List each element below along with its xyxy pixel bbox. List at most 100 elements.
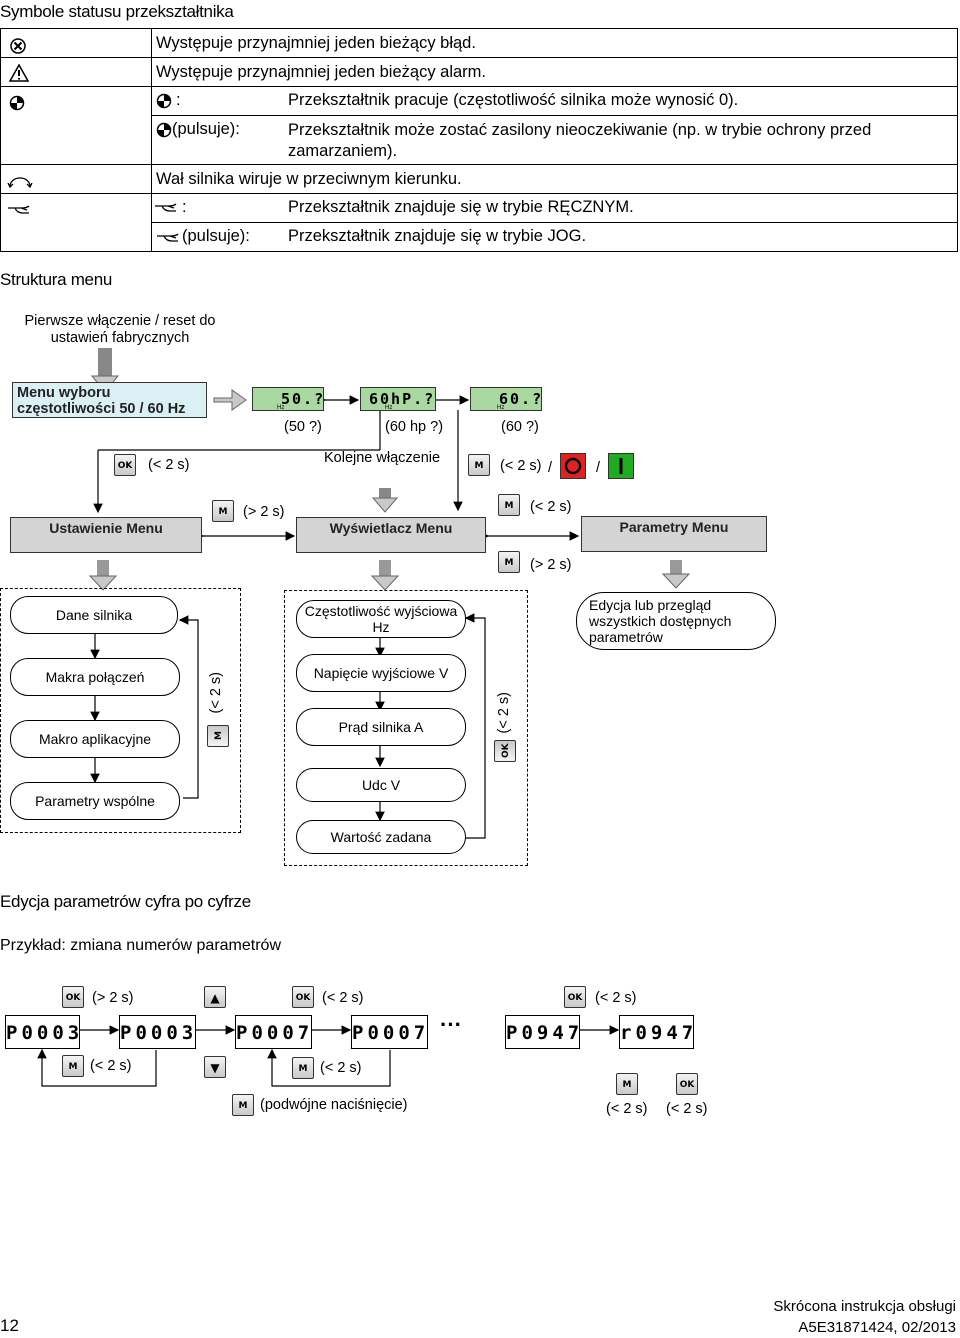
m-button[interactable]: M	[207, 725, 229, 747]
m-short-press-label: (< 2 s)	[320, 1060, 362, 1076]
hand-icon	[155, 203, 177, 212]
lcd-unit-50: Hz	[277, 405, 285, 411]
menu-section-title: Struktura menu	[0, 270, 113, 289]
m-double-press-label: (podwójne naciśnięcie)	[260, 1097, 408, 1113]
display-p0003: P0003	[5, 1015, 80, 1049]
lcd-60hp: 60hP.?	[360, 387, 436, 411]
lcd-60: 60.?	[470, 387, 542, 411]
edit-connectors	[37, 1025, 620, 1087]
hand-icon	[157, 233, 179, 242]
m-button[interactable]: M	[212, 500, 234, 522]
hand-steady-text: Przekształtnik znajduje się w trybie RĘC…	[288, 198, 634, 216]
freq-select-menu-box: Menu wyboru częstotliwości 50 / 60 Hz	[12, 382, 207, 418]
setup-menu-box: Ustawienie Menu	[10, 517, 202, 553]
ok-short-press-label: (< 2 s)	[595, 990, 637, 1006]
lcd-label-60: (60 ?)	[501, 419, 539, 435]
run-icon	[619, 458, 623, 474]
run-steady-label: :	[176, 91, 181, 109]
slash-2: /	[596, 460, 601, 476]
reverse-text: Wał silnika wiruje w przeciwnym kierunku…	[151, 164, 958, 194]
setup-item-common-parameters[interactable]: Parametry wspólne	[10, 782, 180, 820]
edit-section-title: Edycja parametrów cyfra po cyfrze	[0, 892, 251, 911]
m-short-press-label: (< 2 s)	[530, 499, 572, 515]
next-power-label: Kolejne włączenie	[324, 450, 441, 466]
display-r0947: r0947	[619, 1015, 694, 1049]
ok-button[interactable]: OK	[494, 740, 516, 762]
m-button[interactable]: M	[62, 1055, 84, 1077]
display-item-setpoint[interactable]: Wartość zadana	[296, 820, 466, 854]
lcd-label-50: (50 ?)	[284, 419, 322, 435]
display-cycle-label: (< 2 s)	[496, 692, 512, 734]
alarm-icon	[9, 64, 29, 82]
doc-id: A5E31871424, 02/2013	[798, 1319, 956, 1336]
m-short-press-label: (< 2 s)	[606, 1101, 648, 1117]
m-button[interactable]: M	[468, 454, 490, 476]
status-section-title: Symbole statusu przekształtnika	[0, 2, 234, 21]
lcd-50: 50.?	[252, 387, 324, 411]
m-button[interactable]: M	[292, 1057, 314, 1079]
setup-item-connection-macros[interactable]: Makra połączeń	[10, 658, 180, 696]
display-item-udc[interactable]: Udc V	[296, 768, 466, 802]
m-duration-label: (< 2 s)	[500, 458, 542, 474]
hand-icon-cell	[0, 193, 152, 252]
display-p0007-edit: P0007	[235, 1015, 312, 1049]
m-button[interactable]: M	[616, 1073, 638, 1095]
run-flash-label: (pulsuje):	[172, 120, 240, 138]
m-button[interactable]: M	[498, 494, 520, 516]
reverse-rotation-icon	[7, 177, 33, 189]
ellipsis: ···	[440, 1012, 462, 1037]
setup-cycle-label: (< 2 s)	[208, 672, 224, 714]
running-icon	[156, 122, 172, 138]
ok-long-press-label: (> 2 s)	[92, 990, 134, 1006]
hand-flash-row: (pulsuje): Przekształtnik znajduje się w…	[151, 222, 958, 252]
ok-button[interactable]: OK	[564, 986, 586, 1008]
m-long-press-label: (> 2 s)	[530, 557, 572, 573]
ok-duration-label: (< 2 s)	[148, 457, 190, 473]
parameter-edit-info: Edycja lub przegląd wszystkich dostępnyc…	[576, 592, 776, 650]
display-item-output-voltage[interactable]: Napięcie wyjściowe V	[296, 654, 466, 692]
ok-short-press-label: (< 2 s)	[322, 990, 364, 1006]
setup-menu-area	[0, 588, 241, 833]
hand-flash-label: (pulsuje):	[182, 227, 250, 245]
setup-item-application-macro[interactable]: Makro aplikacyjne	[10, 720, 180, 758]
run-flash-row: (pulsuje): Przekształtnik może zostać za…	[151, 115, 958, 165]
parameter-menu-box: Parametry Menu	[581, 516, 767, 552]
ok-button[interactable]: OK	[292, 986, 314, 1008]
ok-button[interactable]: OK	[62, 986, 84, 1008]
setup-item-motor-data[interactable]: Dane silnika	[10, 596, 178, 634]
ok-button[interactable]: OK	[114, 454, 136, 476]
m-button[interactable]: M	[498, 551, 520, 573]
run-button[interactable]	[608, 453, 634, 479]
display-item-output-frequency[interactable]: Częstotliwość wyjściowa Hz	[296, 600, 466, 638]
display-menu-area	[284, 590, 528, 866]
ok-short-press-label: (< 2 s)	[666, 1101, 708, 1117]
run-flash-text: Przekształtnik może zostać zasilony nieo…	[288, 121, 872, 160]
fault-icon	[10, 38, 26, 54]
doc-title: Skrócona instrukcja obsługi	[773, 1298, 956, 1315]
page-number: 12	[0, 1316, 19, 1335]
alarm-text: Występuje przynajmniej jeden bieżący ala…	[151, 57, 958, 87]
running-icon	[156, 93, 172, 109]
run-steady-row: : Przekształtnik pracuje (częstotliwość …	[151, 86, 958, 116]
run-icon-cell	[0, 86, 152, 165]
display-item-motor-current[interactable]: Prąd silnika A	[296, 708, 466, 746]
m-long-press-label: (> 2 s)	[243, 504, 285, 520]
stop-button[interactable]	[560, 453, 586, 479]
hand-steady-label: :	[182, 198, 187, 216]
down-button[interactable]: ▼	[204, 1056, 226, 1078]
fault-icon-cell	[0, 28, 152, 58]
fault-text: Występuje przynajmniej jeden bieżący błą…	[151, 28, 958, 58]
hand-steady-row: : Przekształtnik znajduje się w trybie R…	[151, 193, 958, 223]
status-table: Występuje przynajmniej jeden bieżący błą…	[0, 28, 958, 252]
display-menu-box: Wyświetlacz Menu	[296, 517, 486, 553]
up-button[interactable]: ▲	[204, 986, 226, 1008]
alarm-icon-cell	[0, 57, 152, 87]
m-button[interactable]: M	[232, 1094, 254, 1116]
run-steady-text: Przekształtnik pracuje (częstotliwość si…	[288, 91, 739, 109]
display-p0947: P0947	[505, 1015, 580, 1049]
ok-button[interactable]: OK	[676, 1073, 698, 1095]
lcd-unit-60: Hz	[497, 405, 505, 411]
edit-example-label: Przykład: zmiana numerów parametrów	[0, 937, 281, 954]
running-icon	[9, 95, 25, 111]
slash-1: /	[548, 460, 553, 476]
